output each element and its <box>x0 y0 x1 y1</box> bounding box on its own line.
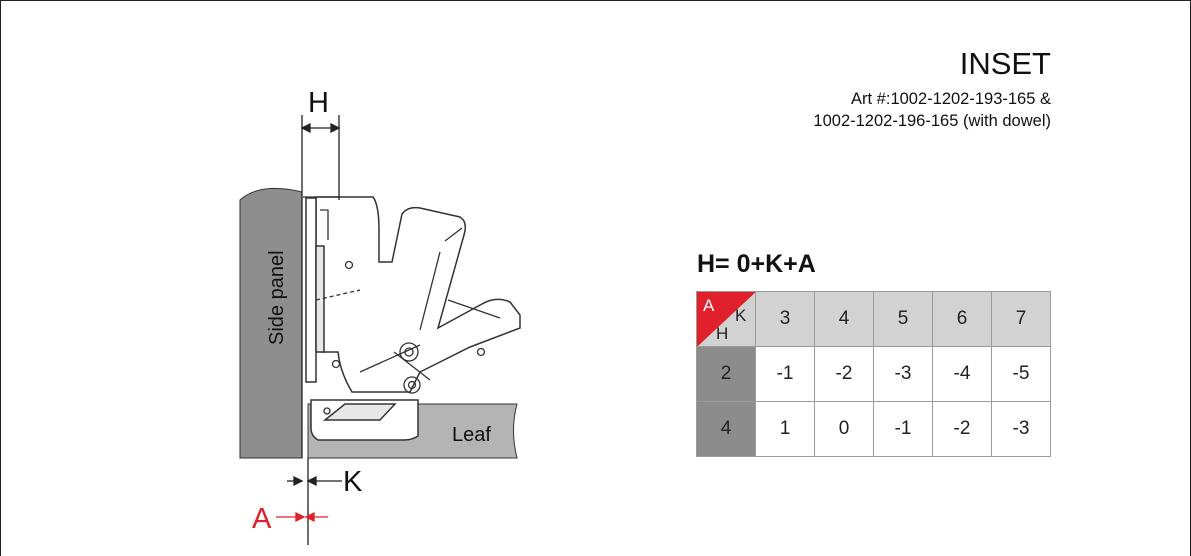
table-row: 4 1 0 -1 -2 -3 <box>696 401 1051 457</box>
table-cell: 0 <box>814 401 874 457</box>
side-panel-label: Side panel <box>266 250 288 345</box>
table-cell: -1 <box>873 401 933 457</box>
table-header-row: A K H 3 4 5 6 7 <box>696 291 1051 347</box>
page-title: INSET <box>959 46 1051 81</box>
table-cell: -3 <box>991 401 1051 457</box>
adjustment-table: A K H 3 4 5 6 7 2 -1 -2 -3 -4 -5 4 1 0 -… <box>696 291 1051 457</box>
table-row: 2 -1 -2 -3 -4 -5 <box>696 346 1051 402</box>
formula: H= 0+K+A <box>697 250 816 278</box>
corner-h-label: H <box>716 324 729 343</box>
h-label: H <box>308 87 329 119</box>
hinge-details <box>303 196 501 415</box>
table-cell: -4 <box>932 346 992 402</box>
table-corner-cell: A K H <box>696 291 756 347</box>
column-header: 5 <box>873 291 933 347</box>
corner-k-label: K <box>735 306 747 325</box>
article-number-line2: 1002-1202-196-165 (with dowel) <box>813 112 1051 130</box>
table-cell: -1 <box>755 346 815 402</box>
row-header: 4 <box>696 401 756 457</box>
h-dimension <box>300 115 341 458</box>
hinge-body <box>305 196 521 441</box>
column-header: 3 <box>755 291 815 347</box>
a-label: A <box>252 503 272 535</box>
column-header: 6 <box>932 291 992 347</box>
k-dimension <box>287 458 342 545</box>
table-cell: -3 <box>873 346 933 402</box>
column-header: 4 <box>814 291 874 347</box>
column-header: 7 <box>991 291 1051 347</box>
corner-a-label: A <box>703 296 715 315</box>
leaf-label: Leaf <box>452 424 491 446</box>
table-cell: -5 <box>991 346 1051 402</box>
table-cell: -2 <box>814 346 874 402</box>
k-label: K <box>343 466 363 498</box>
a-dimension <box>276 511 328 523</box>
row-header: 2 <box>696 346 756 402</box>
article-number-line1: Art #:1002-1202-193-165 & <box>851 90 1051 108</box>
table-cell: 1 <box>755 401 815 457</box>
table-cell: -2 <box>932 401 992 457</box>
